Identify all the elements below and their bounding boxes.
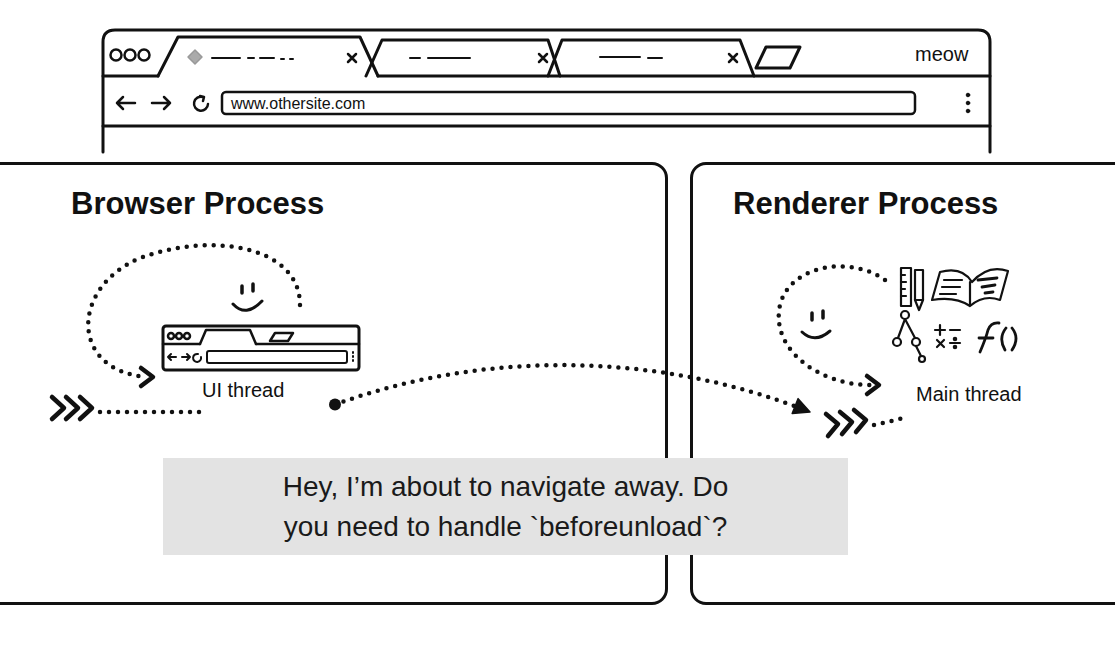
- browser-window-part: [103, 125, 990, 128]
- browser-window-part: [966, 93, 970, 97]
- ui-thread-loop-part: [88, 245, 300, 377]
- browser-window: meow www.othersite.com: [103, 30, 990, 150]
- message-arrow: [329, 365, 810, 413]
- renderer-tools-part: [935, 325, 945, 335]
- renderer-tools-part: [916, 346, 921, 356]
- profile-name: meow: [915, 42, 968, 66]
- thread-label: Main thread: [916, 382, 1022, 406]
- browser-window-part: [756, 47, 800, 68]
- renderer-tools-part: [954, 346, 956, 348]
- browser-icon-part: [270, 333, 293, 341]
- browser-window-part: [117, 97, 135, 109]
- message-text: Hey, I’m about to navigate away. Do you …: [196, 467, 816, 547]
- main-thread-loop-part: [826, 410, 866, 436]
- renderer-tools-part: [919, 356, 925, 362]
- browser-icon-part: [163, 343, 359, 346]
- arrow-head: [792, 399, 810, 414]
- browser-icon-part: [352, 352, 354, 362]
- renderer-tools-part: [979, 323, 999, 352]
- panel-heading: Browser Process: [71, 185, 324, 222]
- start-dot: [329, 399, 341, 411]
- renderer-tools-part: [932, 269, 1008, 306]
- renderer-tools-part: [915, 270, 923, 300]
- ui-thread-loop-part: [233, 301, 262, 310]
- thread-label: UI thread: [202, 378, 284, 402]
- browser-window-part: [111, 50, 122, 61]
- browser-window-part: [548, 40, 754, 76]
- renderer-tools-part: [901, 275, 906, 296]
- renderer-tools-part: [901, 311, 909, 319]
- main-thread-loop-part: [874, 418, 904, 425]
- ui-thread-loop-part: [100, 410, 205, 415]
- browser-window: [103, 30, 990, 152]
- renderer-tools-part: [950, 329, 960, 331]
- thread-box: UI thread: [160, 320, 335, 410]
- renderer-tools-part: [969, 282, 971, 305]
- renderer-tools-part: [954, 338, 956, 340]
- browser-window-part: [366, 40, 560, 76]
- browser-window-part: [600, 57, 662, 58]
- ui-thread-loop-part: [141, 368, 153, 386]
- renderer-tools-part: [950, 342, 960, 344]
- message-callout: Hey, I’m about to navigate away. Do you …: [163, 458, 848, 555]
- renderer-tools-part: [915, 300, 923, 310]
- browser-icon-part: [168, 354, 176, 360]
- browser-icon-part: [182, 354, 190, 360]
- browser-icon-part: [200, 330, 256, 344]
- address-url: www.othersite.com: [231, 94, 365, 113]
- browser-window-part: [966, 101, 970, 105]
- ui-thread-loop-part: [52, 397, 92, 419]
- browser-icon-part: [184, 333, 190, 339]
- renderer-tools-part: [1002, 328, 1016, 350]
- browser-icon-part: [207, 351, 347, 363]
- browser-window-part: [125, 50, 136, 61]
- browser-icon-part: [168, 333, 174, 339]
- browser-window-part: [539, 54, 547, 62]
- browser-icon-part: [193, 354, 201, 362]
- browser-window-part: [966, 109, 970, 113]
- renderer-tools-part: [901, 268, 911, 306]
- ui-thread-loop-part: [242, 284, 253, 293]
- ui-thread-loop: [52, 245, 300, 419]
- main-thread-loop-part: [867, 376, 879, 394]
- thread-box: Main thread: [810, 378, 1040, 418]
- renderer-tools-part: [893, 338, 901, 346]
- browser-window-part: [212, 58, 293, 59]
- browser-window-part: [188, 50, 202, 64]
- renderer-tools-part: [978, 278, 997, 293]
- main-thread-loop-part: [802, 331, 830, 338]
- browser-icon-part: [176, 333, 182, 339]
- browser-window-part: [194, 96, 208, 111]
- browser-window-part: [158, 37, 378, 76]
- panel-heading: Renderer Process: [733, 185, 998, 222]
- renderer-tools-part: [937, 340, 944, 347]
- browser-window-part: [348, 54, 356, 62]
- main-thread-loop-part: [812, 311, 823, 320]
- browser-window-part: [729, 54, 737, 62]
- renderer-tools-part: [912, 338, 920, 346]
- browser-window-part: [222, 92, 915, 114]
- renderer-tools: [893, 268, 1016, 362]
- browser-window-part: [152, 97, 170, 109]
- browser-window-part: [410, 57, 470, 59]
- renderer-tools-part: [940, 280, 962, 294]
- browser-icon-part: [163, 326, 359, 370]
- dotted-line: [335, 365, 810, 412]
- browser-window-part: [103, 30, 990, 152]
- browser-icon: [163, 326, 359, 370]
- renderer-tools-part: [898, 319, 915, 338]
- main-thread-loop-part: [779, 266, 885, 385]
- browser-window-part: [139, 50, 150, 61]
- main-thread-loop: [779, 266, 904, 436]
